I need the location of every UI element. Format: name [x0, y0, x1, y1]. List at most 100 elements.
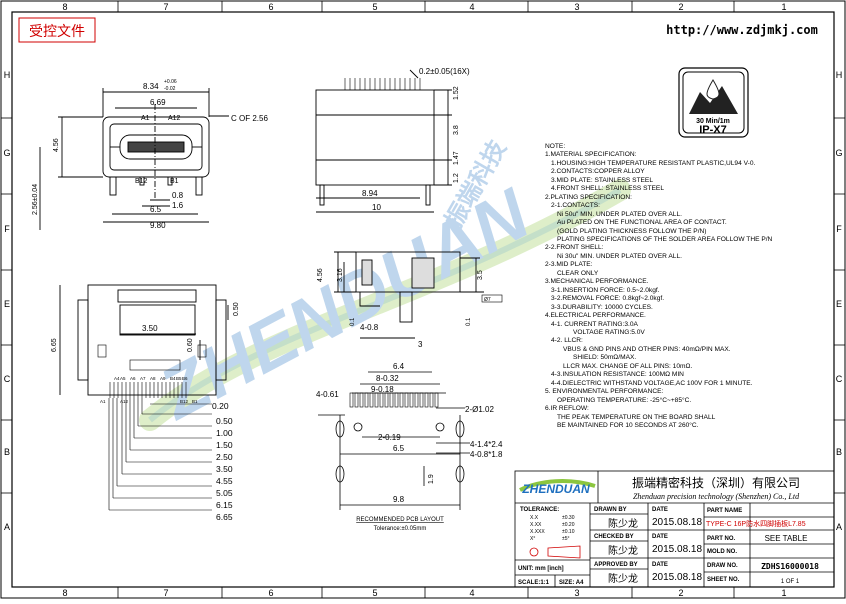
dim-label: 2.50	[216, 452, 233, 462]
part-name: TYPE-C 16P防水四脚插板L7.85	[706, 519, 806, 528]
pin-label: A1	[100, 399, 106, 404]
pin-label: B12	[135, 178, 148, 185]
dim-label: 8-0.32	[376, 374, 399, 383]
border-label: A	[4, 522, 10, 532]
note-line: OPERATING TEMPERATURE: -25°C~+85°C.	[557, 396, 692, 404]
draw-no-label: DRAW NO.	[707, 563, 738, 569]
checked-by-label: CHECKED BY	[594, 534, 634, 540]
water-drop-icon	[706, 79, 720, 100]
dim-label: 6.65	[216, 512, 233, 522]
side-view-dims: 0.2±0.05(16X) 1.52 3.8 1.47 1.2 8.94 10	[362, 67, 470, 212]
dim-label: 6.5	[150, 205, 162, 214]
dim-label: 4.55	[216, 476, 233, 486]
dim-label: 8.34	[143, 82, 159, 91]
pcb-tolerance: Tolerance:±0.05mm	[374, 526, 427, 532]
note-line: 2.PLATING SPECIFICATION:	[545, 193, 632, 201]
drawn-by: 陈少龙	[608, 517, 638, 530]
signatures: 陈少龙 陈少龙 陈少龙	[608, 517, 638, 585]
signature-labels: DRAWN BY CHECKED BY APPROVED BY DATE DAT…	[594, 507, 668, 568]
note-line: 3.MECHANICAL PERFORMANCE.	[545, 278, 649, 286]
pin-label: B1	[192, 399, 198, 404]
dim-label: 4-0.8	[360, 323, 379, 332]
dim-label: 6.4	[393, 362, 405, 371]
note-line: 5. ENVIRONMENTAL PERFORMANCE:	[545, 388, 664, 396]
border-label: B	[836, 447, 842, 457]
note-line: 6.IR REFLOW:	[545, 405, 589, 413]
mold-no-label: MOLD NO.	[707, 549, 737, 555]
pin-label: A1	[141, 115, 150, 122]
sheet-no: 1 OF 1	[781, 579, 800, 585]
dim-label: 1.6	[172, 201, 184, 210]
pin-label: B1	[170, 178, 179, 185]
controlled-stamp-frame	[18, 17, 96, 43]
dim-label: 1.00	[216, 428, 233, 438]
date-label: DATE	[652, 562, 668, 568]
projection-symbol	[529, 545, 581, 559]
note-line: VBUS & GND PINS AND OTHER PINS: 40mΩ/PIN…	[563, 345, 731, 353]
date-value: 2015.08.18	[652, 517, 702, 528]
dim-label: 8.94	[362, 189, 378, 198]
company-name-en: Zhenduan precision technology (Shenzhen)…	[633, 492, 800, 501]
border-label: 1	[781, 588, 786, 598]
note-line: Ni 30u" MIN. UNDER PLATED OVER ALL.	[557, 252, 682, 260]
note-line: Ni 50u" MIN. UNDER PLATED OVER ALL.	[557, 210, 682, 218]
pcb-title: RECOMMENDED PCB LAYOUT	[356, 517, 444, 523]
border-label: 6	[268, 588, 273, 598]
dim-label: 0.2±0.05(16X)	[419, 67, 470, 76]
section-view-dims: 4.56 3.16 3.5 4-0.8 3 0.1 0.1 Ø7	[317, 268, 491, 349]
note-line: 2-1.CONTACTS:	[551, 202, 600, 210]
border-label: E	[836, 299, 842, 309]
note-line: CLEAR ONLY	[557, 269, 599, 277]
checked-by: 陈少龙	[608, 544, 638, 557]
pin-label: A5	[120, 376, 126, 381]
pin-label: B12	[180, 399, 189, 404]
note-line: 2-3.MID PLATE:	[545, 261, 593, 269]
dim-label: 5.05	[216, 488, 233, 498]
border-label: G	[3, 148, 10, 158]
pin-label: A12	[120, 399, 129, 404]
pin-label: B6	[182, 376, 188, 381]
tol-val: ±0.20	[562, 522, 575, 528]
note-line: 1.HOUSING:HIGH TEMPERATURE RESISTANT PLA…	[551, 159, 756, 167]
dim-label: 3.50	[142, 324, 158, 333]
dim-label: 6.15	[216, 500, 233, 510]
tol-val: ±0.10	[562, 529, 575, 535]
note-line: 4-3.INSULATION RESISTANCE: 100MΩ MIN	[551, 371, 684, 379]
dim-label: 4-1.4*2.4	[470, 440, 503, 449]
company-logo: ZHENDUAN	[519, 479, 596, 496]
border-label: 4	[469, 588, 474, 598]
border-label: 1	[781, 2, 786, 12]
border-label: 2	[678, 588, 683, 598]
note-line: 4.ELECTRICAL PERFORMANCE.	[545, 312, 646, 320]
dim-label: 3.50	[216, 464, 233, 474]
border-label: 7	[163, 2, 168, 12]
pin-label: A7	[140, 376, 146, 381]
notes-block: NOTE:1.MATERIAL SPECIFICATION:1.HOUSING:…	[545, 143, 830, 463]
dim-label: 1.52	[453, 86, 460, 100]
border-label: C	[4, 374, 11, 384]
note-line: 4-4.DIELECTRIC WITHSTAND VOLTAGE,AC 100V…	[551, 379, 753, 387]
part-no-label: PART NO.	[707, 536, 736, 542]
note-line: NOTE:	[545, 143, 566, 150]
border-label: 4	[469, 2, 474, 12]
border-side-ticks	[1, 117, 845, 494]
logo-text: ZHENDUAN	[521, 482, 590, 496]
note-line: 3-2.REMOVAL FORCE: 0.8kgf~2.0kgf.	[551, 295, 665, 303]
border-label: 5	[372, 2, 377, 12]
pin-label: A6	[130, 376, 136, 381]
dim-label: 2-0.19	[378, 433, 401, 442]
approved-by: 陈少龙	[608, 572, 638, 585]
note-line: SHIELD: 50mΩ/MAX.	[573, 354, 637, 362]
note-line: 4-2. LLCR:	[551, 337, 583, 345]
note-line: 3-1.INSERTION FORCE: 0.5~2.0kgf.	[551, 286, 660, 294]
pin-label: A9	[160, 376, 166, 381]
dim-label: 9.80	[150, 221, 166, 230]
size-label: SIZE: A4	[559, 580, 584, 586]
scale-label: SCALE:1:1	[518, 580, 550, 586]
pin-label: A4	[114, 376, 120, 381]
ip-rating-text: 30 Min/1m	[696, 118, 730, 125]
dim-label: 10	[372, 203, 381, 212]
pcb-layout	[318, 371, 470, 510]
dim-label: 3	[418, 340, 423, 349]
